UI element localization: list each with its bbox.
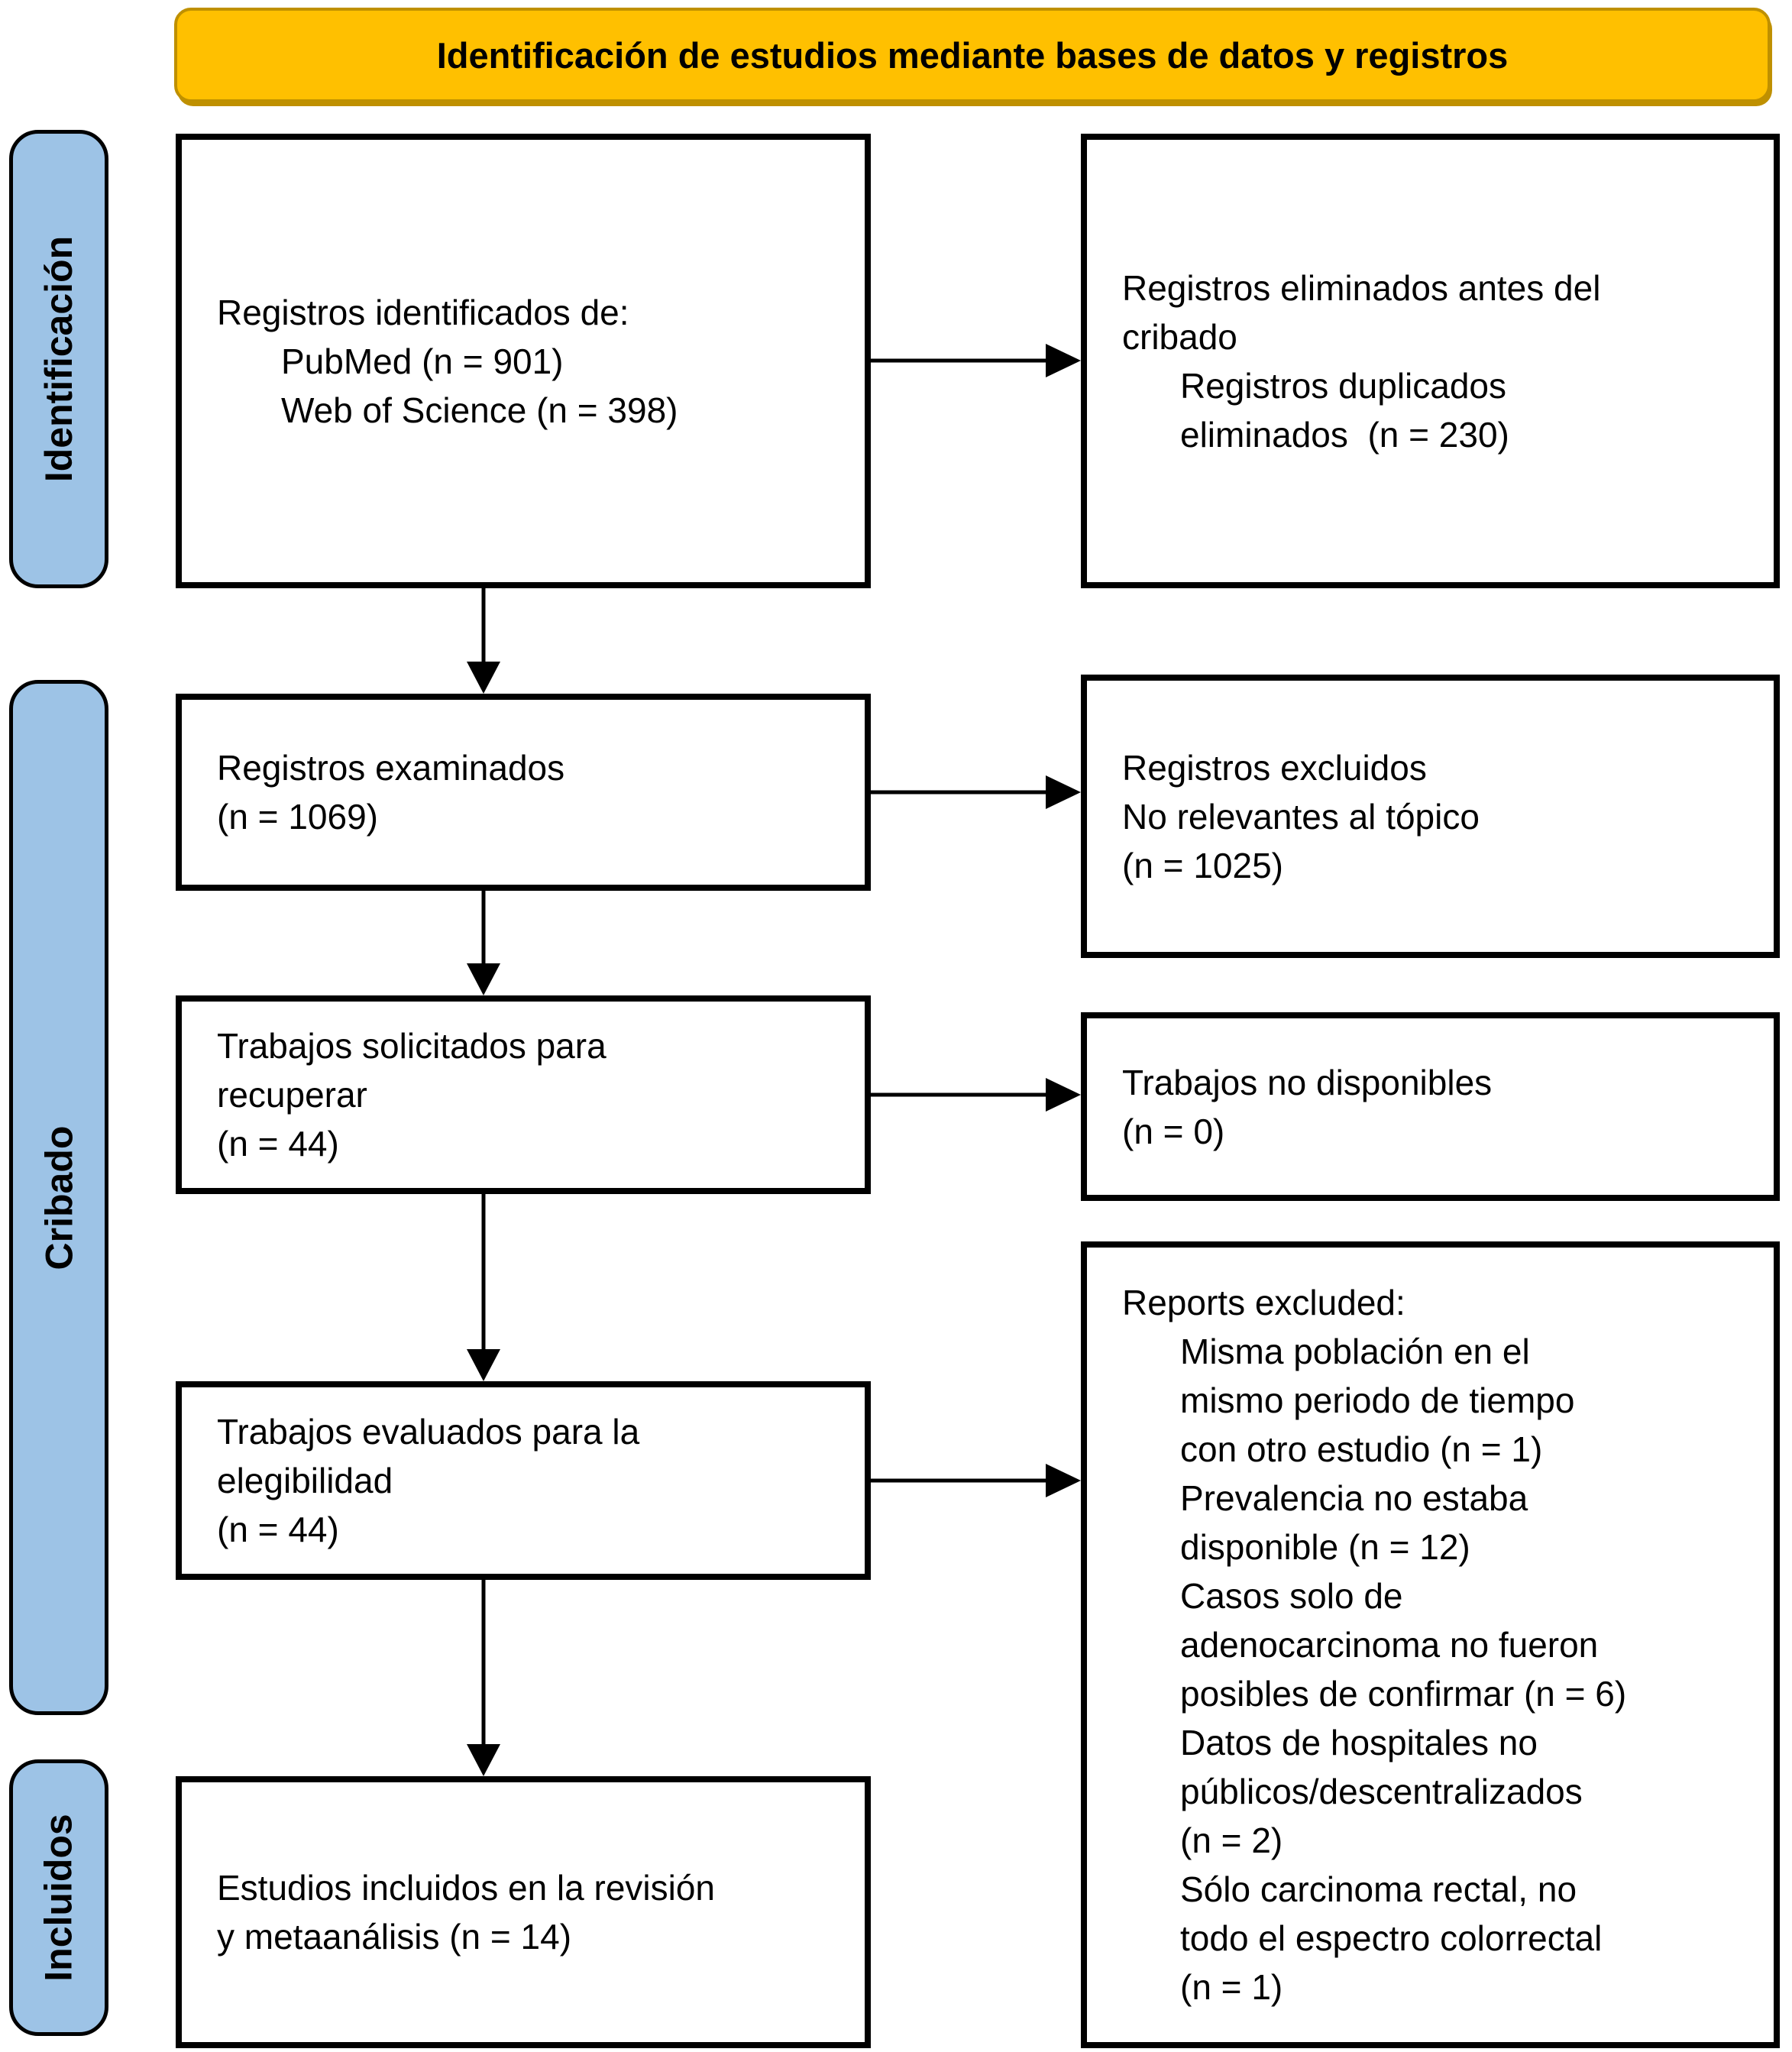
box-records-excluded: Registros excluidos No relevantes al tóp… xyxy=(1081,675,1780,958)
box-reports-excluded: Reports excluded: Misma población en el … xyxy=(1081,1241,1780,2048)
arrow-sought-to-assessed xyxy=(467,1194,500,1381)
arrow-identified-to-removed xyxy=(871,344,1081,377)
arrow-assessed-to-included xyxy=(467,1580,500,1776)
stage-cribado-label: Cribado xyxy=(37,1125,80,1270)
box-records-identified-text: Registros identificados de: PubMed (n = … xyxy=(182,288,865,435)
arrow-screened-to-sought xyxy=(467,891,500,995)
text-line: públicos/descentralizados xyxy=(1180,1772,1583,1811)
text-line: con otro estudio (n = 1) xyxy=(1180,1429,1543,1469)
box-studies-included-text: Estudios incluidos en la revisión y meta… xyxy=(182,1863,865,1961)
text-line: Registros duplicados xyxy=(1180,365,1507,406)
box-reports-excluded-text: Reports excluded: Misma población en el … xyxy=(1087,1278,1774,2012)
box-reports-not-available-text: Trabajos no disponibles (n = 0) xyxy=(1087,1058,1774,1156)
text-line: (n = 1) xyxy=(1180,1967,1283,2007)
box-reports-assessed-text: Trabajos evaluados para la elegibilidad … xyxy=(182,1407,865,1554)
stage-identificacion-label: Identificación xyxy=(37,235,81,483)
text-line: (n = 0) xyxy=(1122,1111,1225,1151)
text-line: PubMed (n = 901) xyxy=(281,341,564,381)
text-line: Prevalencia no estaba xyxy=(1180,1478,1528,1518)
box-records-removed-text: Registros eliminados antes del cribado R… xyxy=(1087,264,1774,459)
text-line: Registros identificados de: xyxy=(217,292,629,332)
text-line: adenocarcinoma no fueron xyxy=(1180,1625,1599,1665)
stage-incluidos: Incluidos xyxy=(9,1759,108,2036)
text-line: Trabajos solicitados para xyxy=(217,1026,606,1066)
text-line: disponible (n = 12) xyxy=(1180,1527,1470,1567)
text-line: (n = 1025) xyxy=(1122,845,1283,885)
stage-incluidos-label: Incluidos xyxy=(37,1814,80,1982)
banner-title: Identificación de estudios mediante base… xyxy=(174,8,1771,102)
text-line: Reports excluded: xyxy=(1122,1283,1405,1322)
text-line: (n = 44) xyxy=(217,1510,339,1549)
text-line: Trabajos evaluados para la xyxy=(217,1412,640,1452)
text-line: Sólo carcinoma rectal, no xyxy=(1180,1869,1577,1909)
text-line: Casos solo de xyxy=(1180,1576,1403,1616)
box-reports-not-available: Trabajos no disponibles (n = 0) xyxy=(1081,1012,1780,1201)
box-studies-included: Estudios incluidos en la revisión y meta… xyxy=(176,1776,871,2048)
text-line: (n = 1069) xyxy=(217,797,378,837)
banner-title-text: Identificación de estudios mediante base… xyxy=(436,34,1509,76)
text-line: recuperar xyxy=(217,1075,367,1115)
text-line: Trabajos no disponibles xyxy=(1122,1062,1493,1102)
text-line: (n = 44) xyxy=(217,1124,339,1164)
text-line: Web of Science (n = 398) xyxy=(281,390,678,430)
text-line: Registros excluidos xyxy=(1122,747,1427,788)
text-line: posibles de confirmar (n = 6) xyxy=(1180,1674,1627,1714)
arrow-screened-to-excluded xyxy=(871,775,1081,809)
text-line: No relevantes al tópico xyxy=(1122,796,1480,837)
box-records-screened: Registros examinados (n = 1069) xyxy=(176,694,871,891)
text-line: y metaanálisis (n = 14) xyxy=(217,1917,572,1957)
stage-cribado: Cribado xyxy=(9,680,108,1715)
text-line: elegibilidad xyxy=(217,1461,393,1500)
text-line: todo el espectro colorrectal xyxy=(1180,1918,1603,1958)
box-records-excluded-text: Registros excluidos No relevantes al tóp… xyxy=(1087,743,1774,890)
text-line: Registros eliminados antes del xyxy=(1122,267,1601,308)
box-records-screened-text: Registros examinados (n = 1069) xyxy=(182,743,865,841)
text-line: Misma población en el xyxy=(1180,1332,1530,1371)
arrow-sought-to-not-available xyxy=(871,1078,1081,1112)
text-line: cribado xyxy=(1122,316,1237,357)
text-line: (n = 2) xyxy=(1180,1821,1283,1860)
box-reports-sought: Trabajos solicitados para recuperar (n =… xyxy=(176,995,871,1194)
box-records-removed: Registros eliminados antes del cribado R… xyxy=(1081,134,1780,588)
box-records-identified: Registros identificados de: PubMed (n = … xyxy=(176,134,871,588)
arrow-assessed-to-reports-excluded xyxy=(871,1464,1081,1497)
stage-identificacion: Identificación xyxy=(9,130,108,588)
text-line: Registros examinados xyxy=(217,748,565,788)
text-line: Estudios incluidos en la revisión xyxy=(217,1868,716,1908)
arrow-identified-to-screened xyxy=(467,588,500,694)
text-line: Datos de hospitales no xyxy=(1180,1723,1538,1762)
box-reports-sought-text: Trabajos solicitados para recuperar (n =… xyxy=(182,1021,865,1168)
text-line: mismo periodo de tiempo xyxy=(1180,1380,1575,1420)
box-reports-assessed: Trabajos evaluados para la elegibilidad … xyxy=(176,1381,871,1580)
text-line: eliminados (n = 230) xyxy=(1180,414,1509,455)
